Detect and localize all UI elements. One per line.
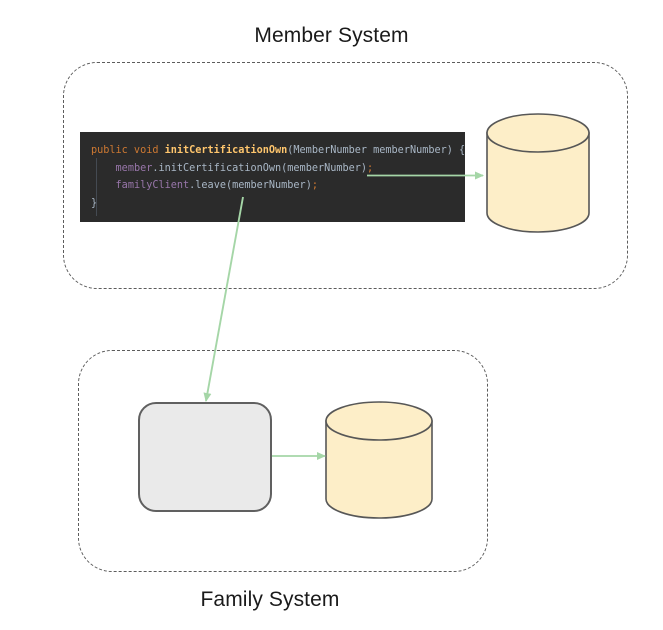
family-service-node: [138, 402, 272, 512]
code-token-method-name: initCertificationOwn: [164, 145, 288, 156]
code-line-4: }: [80, 195, 465, 213]
code-line-2: member.initCertificationOwn(memberNumber…: [80, 160, 465, 178]
code-token-call-leave: .leave(memberNumber): [189, 180, 312, 191]
code-token-indent: [91, 163, 116, 174]
family-system-title: Family System: [200, 588, 340, 611]
code-token-semicolon: ;: [367, 162, 374, 174]
code-token-semicolon: ;: [311, 180, 318, 191]
member-system-title: Member System: [254, 24, 409, 47]
code-token-indent: [91, 180, 116, 191]
member-database-node: [484, 112, 592, 234]
code-token-signature: (MemberNumber memberNumber) {: [287, 145, 465, 156]
code-line-1: public void initCertificationOwn(MemberN…: [80, 142, 465, 160]
family-system-boundary: [78, 350, 488, 572]
code-indent-guide: [96, 158, 97, 216]
code-token-close-brace: }: [91, 197, 98, 209]
cylinder-icon: [486, 113, 590, 233]
family-database-node: [323, 400, 435, 522]
code-token-field-member: member: [115, 162, 153, 174]
code-block: public void initCertificationOwn(MemberN…: [80, 132, 465, 222]
member-system-boundary: [63, 62, 628, 289]
code-line-3: familyClient.leave(memberNumber);: [80, 177, 465, 195]
code-token-keyword: public void: [91, 145, 165, 156]
code-token-call-member: .initCertificationOwn(memberNumber): [152, 162, 368, 174]
cylinder-icon: [325, 401, 433, 519]
code-token-field-familyclient: familyClient: [115, 180, 190, 191]
